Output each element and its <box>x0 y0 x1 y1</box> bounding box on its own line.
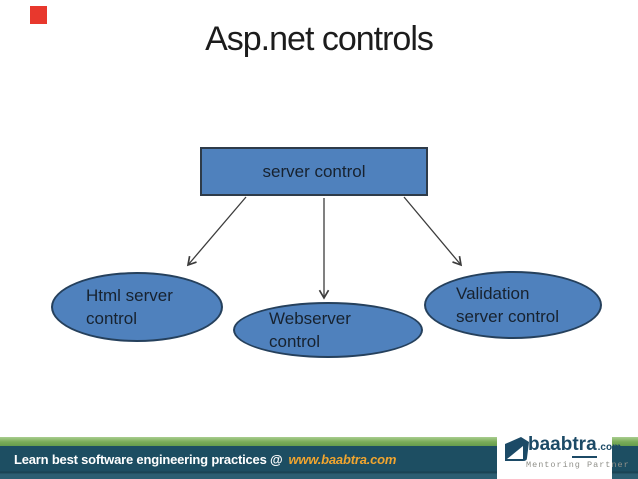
brand-tld: .com <box>597 442 621 453</box>
diagram-node-html-server-control: Html server control <box>51 272 223 342</box>
diagram-node-webserver-control: Webserver control <box>233 302 423 358</box>
red-marker-square <box>30 6 47 24</box>
slide-title: Asp.net controls <box>205 20 434 58</box>
arrow-to-html-server <box>186 196 247 267</box>
node-label: Html server control <box>86 286 173 328</box>
node-label: Webserver control <box>269 309 351 351</box>
footer-tagline-text: Learn best software engineering practice… <box>14 452 283 467</box>
logo-subtitle: Mentoring Partner <box>526 460 630 470</box>
diagram-node-server-control: server control <box>200 147 428 196</box>
footer-url: www.baabtra.com <box>288 452 397 467</box>
brand-part-b: tra <box>572 434 597 458</box>
baabtra-logo: baabtra.com Mentoring Partner <box>497 423 629 479</box>
arrow-to-validation <box>403 196 463 267</box>
footer-tagline: Learn best software engineering practice… <box>14 452 396 467</box>
footer-green-bar <box>0 437 638 446</box>
node-label: Validation server control <box>456 284 559 326</box>
baabtra-wordmark: baabtra.com <box>528 434 621 458</box>
baabtra-flag-icon <box>505 437 529 461</box>
diagram-node-validation-server-control: Validation server control <box>424 271 602 339</box>
node-label: server control <box>262 162 366 181</box>
brand-part-a: baab <box>528 434 573 455</box>
